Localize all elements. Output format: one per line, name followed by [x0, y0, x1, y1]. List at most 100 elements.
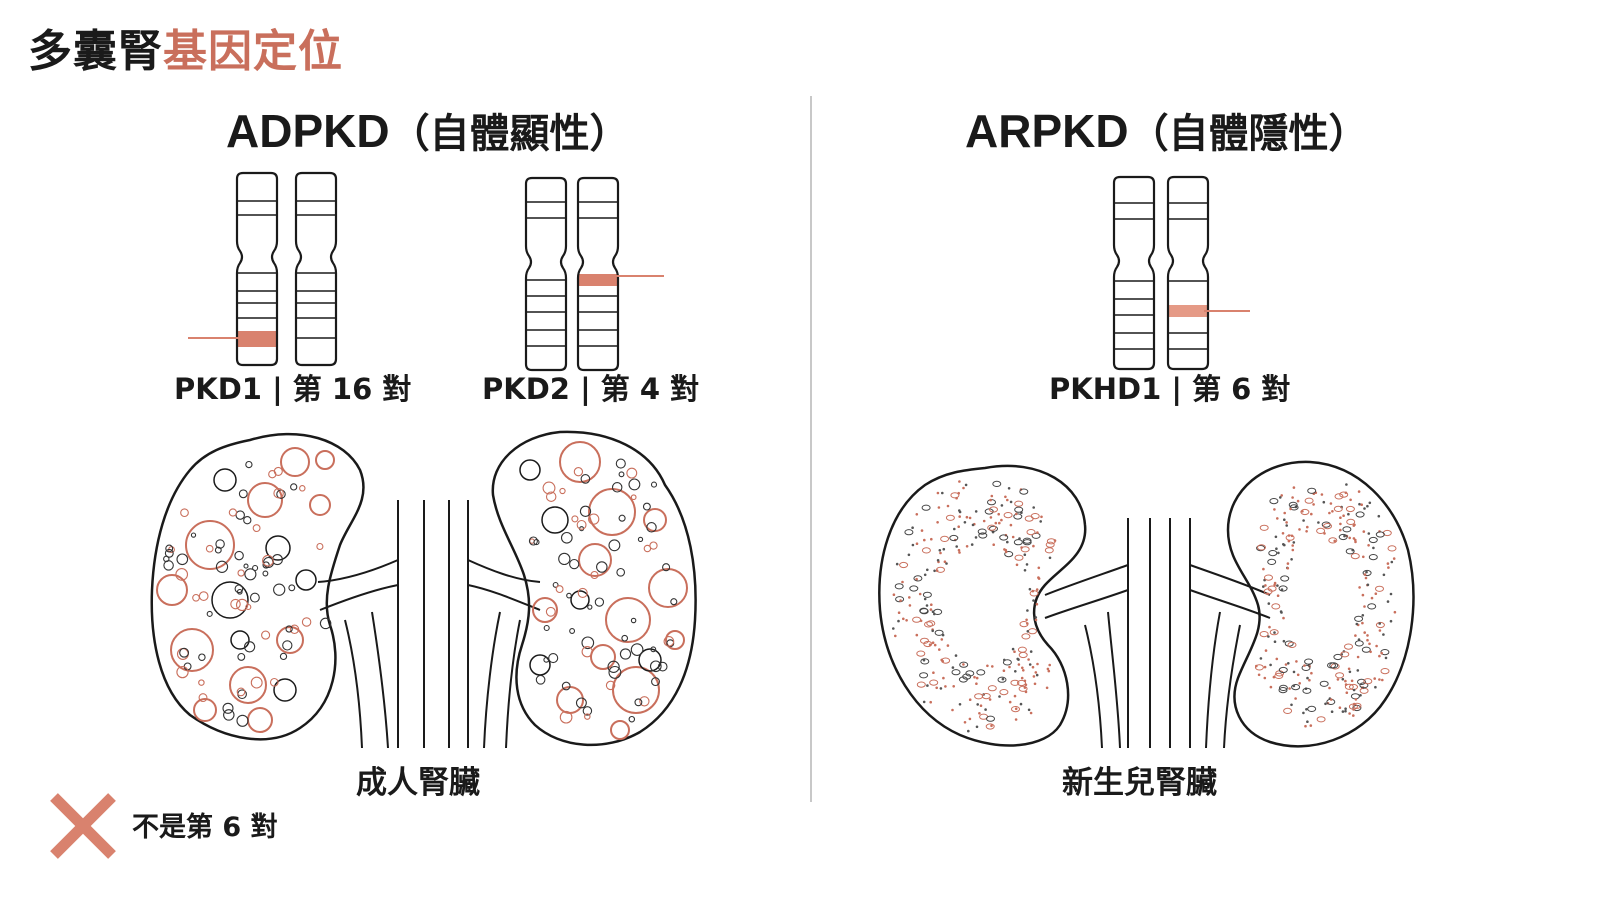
kidney-cyst: [206, 610, 213, 617]
kidney-cyst: [642, 502, 651, 511]
kidney-tubule: [1352, 688, 1356, 692]
kidney-tubule: [1343, 534, 1346, 538]
kidney-tubule: [1375, 531, 1385, 538]
kidney-tubule: [975, 725, 979, 729]
kidney-tubule: [954, 654, 958, 657]
kidney-tubule: [958, 510, 962, 514]
kidney-tubule: [976, 703, 979, 706]
kidney-tubule: [986, 715, 995, 722]
kidney-tubule: [994, 521, 998, 525]
kidney-tubule: [1348, 670, 1352, 674]
kidney-cyst: [165, 544, 174, 553]
kidney-tubule: [920, 529, 924, 532]
kidney-cyst: [176, 665, 189, 679]
kidney-tubule: [1028, 663, 1032, 666]
kidney-cyst: [608, 665, 622, 679]
kidney-tubule: [1019, 488, 1029, 495]
x-mark-icon: [50, 793, 116, 859]
kidney-tubule: [1312, 503, 1315, 506]
kidney-cyst: [301, 617, 312, 627]
kidney-tubule: [1301, 664, 1311, 672]
kidney-cyst: [543, 624, 550, 632]
kidney-tubule: [926, 568, 929, 572]
kidney-tubule: [928, 643, 932, 646]
kidney-cyst: [282, 640, 293, 651]
kidney-tubule: [1264, 574, 1273, 581]
kidney-tubule: [1290, 703, 1293, 707]
kidney-cyst: [576, 519, 587, 530]
kidney-tubule: [1375, 621, 1385, 629]
kidney-tubule: [940, 658, 943, 662]
kidney-cyst: [590, 570, 599, 580]
kidney-tubule: [1259, 631, 1269, 638]
kidney-tubule: [929, 679, 939, 686]
kidney-tubule: [1384, 656, 1388, 660]
kidney-tubule: [1344, 683, 1348, 686]
kidney-tubule: [953, 527, 956, 531]
kidney-cyst: [262, 561, 270, 569]
kidney-tubule: [1264, 584, 1267, 587]
kidney-cyst: [234, 550, 244, 561]
kidney-tubule: [1026, 529, 1036, 536]
kidney-cyst: [295, 569, 317, 591]
kidney-tubule: [952, 685, 955, 688]
kidney-tubule: [894, 583, 904, 590]
adpkd-title: ADPKD（自體顯性）: [226, 108, 630, 155]
kidney-tubule: [1361, 614, 1365, 617]
kidney-cyst: [605, 680, 616, 691]
kidney-tubule: [943, 560, 947, 563]
kidney-tubule: [1009, 500, 1013, 504]
kidney-cyst: [651, 677, 660, 687]
kidney-tubule: [1287, 641, 1297, 649]
kidney-tubule: [975, 676, 979, 680]
chromosome-pair-pkd2: [524, 176, 664, 372]
kidney-tubule: [1338, 706, 1342, 709]
kidney-tubule: [1317, 521, 1320, 524]
kidney-cyst: [236, 714, 249, 727]
kidney-cyst: [170, 628, 214, 672]
kidney-cyst: [575, 697, 587, 709]
kidney-tubule: [1011, 647, 1015, 651]
kidney-tubule: [899, 561, 909, 569]
kidney-tubule: [933, 643, 937, 647]
kidney-tubule: [919, 672, 929, 679]
kidney-tubule: [933, 569, 936, 573]
kidney-cyst: [596, 561, 608, 573]
kidney-tubule: [941, 491, 944, 495]
kidney-tubule: [1002, 669, 1006, 672]
kidney-tubule: [1328, 537, 1338, 544]
kidney-tubule: [958, 703, 962, 706]
kidney-tubule: [1366, 504, 1369, 508]
kidney-tubule: [1373, 677, 1376, 680]
kidney-tubule: [1035, 588, 1039, 591]
kidney-tubule: [1267, 585, 1277, 592]
x-note-text: 不是第 6 對: [132, 812, 278, 843]
kidney-tubule: [1031, 589, 1035, 593]
kidney-tubule: [1389, 619, 1393, 623]
kidney-tubule: [1366, 583, 1370, 587]
kidney-tubule: [1022, 669, 1025, 672]
kidney-tubule: [1259, 524, 1269, 531]
kidney-tubule: [987, 685, 997, 692]
kidney-cyst: [290, 483, 298, 491]
kidney-tubule: [944, 685, 947, 688]
kidney-cyst: [548, 653, 559, 664]
kidney-tubule: [958, 676, 968, 683]
kidney-tubule: [921, 504, 931, 511]
kidney-tubule: [1053, 539, 1057, 542]
kidney-tubules: [892, 480, 1397, 733]
gene-separator: |: [1171, 372, 1182, 406]
kidney-cyst: [638, 648, 662, 672]
kidney-tubule: [1347, 512, 1350, 516]
kidney-tubule: [1015, 512, 1018, 516]
kidney-tubule: [1298, 528, 1301, 531]
gene-name: PKD2: [482, 372, 570, 406]
kidney-tubule: [926, 684, 929, 687]
kidney-tubule: [1365, 570, 1368, 574]
kidney-cyst: [280, 447, 310, 477]
kidney-tubule: [939, 687, 943, 690]
kidney-tubule: [1027, 658, 1030, 661]
kidney-tubule: [1013, 694, 1017, 698]
kidney-tubule: [902, 617, 905, 621]
kidney-cyst: [590, 644, 616, 670]
